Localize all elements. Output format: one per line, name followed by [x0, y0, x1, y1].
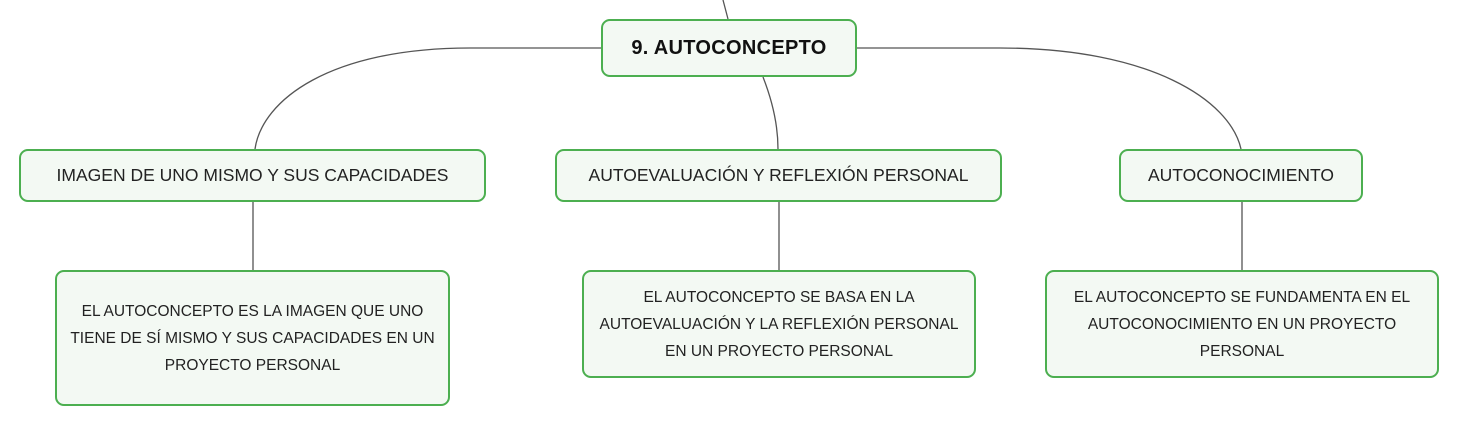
root-node-label: 9. AUTOCONCEPTO	[631, 36, 827, 59]
branch-node-label: AUTOEVALUACIÓN Y REFLEXIÓN PERSONAL	[588, 165, 969, 185]
connector-root-to-branch-2	[762, 76, 779, 150]
branch-node-autoevaluacion[interactable]: AUTOEVALUACIÓN Y REFLEXIÓN PERSONAL	[555, 149, 1002, 202]
branch-node-autoconocimiento[interactable]: AUTOCONOCIMIENTO	[1119, 149, 1363, 202]
leaf-node-text: EL AUTOCONCEPTO SE FUNDAMENTA EN EL AUTO…	[1073, 288, 1411, 360]
leaf-node-autoconocimiento[interactable]: EL AUTOCONCEPTO SE FUNDAMENTA EN EL AUTO…	[1045, 270, 1439, 378]
leaf-node-text: EL AUTOCONCEPTO SE BASA EN LA AUTOEVALUA…	[599, 288, 959, 360]
connector-root-to-branch-3	[857, 47, 1242, 150]
connector-parent-to-root	[722, 0, 729, 20]
leaf-node-autoevaluacion[interactable]: EL AUTOCONCEPTO SE BASA EN LA AUTOEVALUA…	[582, 270, 976, 378]
leaf-node-text: EL AUTOCONCEPTO ES LA IMAGEN QUE UNO TIE…	[70, 302, 435, 374]
branch-node-imagen[interactable]: IMAGEN DE UNO MISMO Y SUS CAPACIDADES	[19, 149, 486, 202]
root-node[interactable]: 9. AUTOCONCEPTO	[601, 19, 857, 77]
leaf-node-imagen[interactable]: EL AUTOCONCEPTO ES LA IMAGEN QUE UNO TIE…	[55, 270, 450, 406]
connector-root-to-branch-1	[254, 47, 601, 150]
branch-node-label: IMAGEN DE UNO MISMO Y SUS CAPACIDADES	[56, 165, 449, 185]
branch-node-label: AUTOCONOCIMIENTO	[1147, 165, 1335, 185]
